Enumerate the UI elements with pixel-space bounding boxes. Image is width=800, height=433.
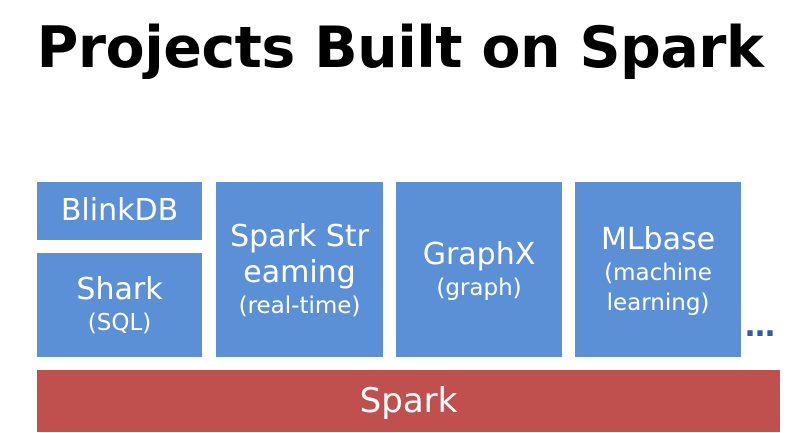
spark-streaming-box: Spark Streaming (real-time): [216, 182, 383, 357]
spark-base-label: Spark: [359, 381, 458, 421]
mlbase-box: MLbase (machine learning): [575, 182, 741, 357]
shark-description: (SQL): [87, 310, 152, 336]
spark-streaming-label: Spark Streaming: [230, 218, 369, 290]
page-title: Projects Built on Spark: [36, 15, 764, 81]
spark-base-box: Spark: [37, 370, 780, 432]
graphx-description: (graph): [436, 274, 522, 301]
graphx-box: GraphX (graph): [396, 182, 562, 357]
blinkdb-label: BlinkDB: [60, 193, 179, 228]
shark-label: Shark: [76, 272, 163, 307]
more-projects-ellipsis: …: [745, 309, 776, 344]
shark-box: Shark (SQL): [37, 253, 202, 357]
graphx-label: GraphX: [422, 236, 536, 272]
spark-streaming-description: (real-time): [238, 292, 361, 319]
blinkdb-box: BlinkDB: [37, 182, 202, 240]
mlbase-description: (machine learning): [604, 259, 712, 316]
mlbase-label: MLbase: [600, 221, 716, 257]
